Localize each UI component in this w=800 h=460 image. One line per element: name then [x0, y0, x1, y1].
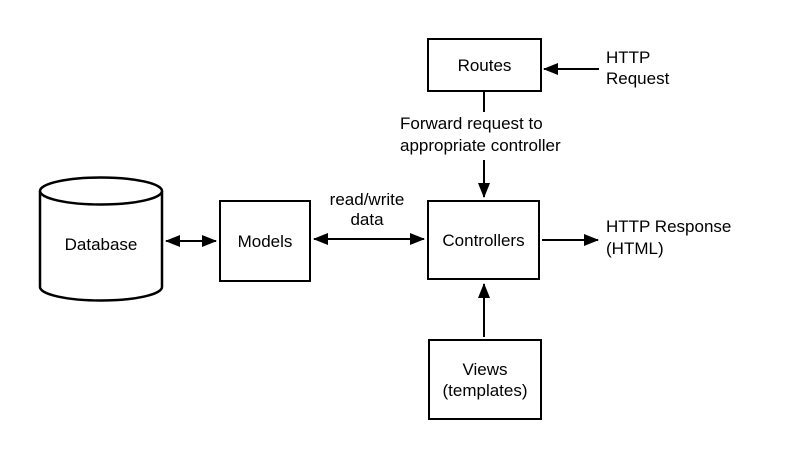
node-database-label: Database: [64, 235, 138, 254]
node-routes: Routes: [427, 38, 542, 92]
forward-request-label: Forward request to appropriate controlle…: [400, 114, 561, 155]
read-write-data-label: read/write data: [329, 190, 405, 229]
node-views-label-line2: (templates): [442, 380, 528, 400]
node-views-label-line1: Views: [462, 359, 508, 379]
node-models: Models: [219, 200, 311, 282]
node-models-label: Models: [237, 231, 293, 251]
http-request-label: HTTP Request: [606, 48, 670, 88]
http-response-label: HTTP Response (HTML): [606, 217, 732, 258]
node-views: Views (templates): [428, 339, 542, 420]
database-cylinder: [38, 176, 164, 302]
node-controllers: Controllers: [427, 200, 540, 280]
node-controllers-label: Controllers: [442, 230, 525, 250]
node-routes-label: Routes: [457, 55, 512, 75]
